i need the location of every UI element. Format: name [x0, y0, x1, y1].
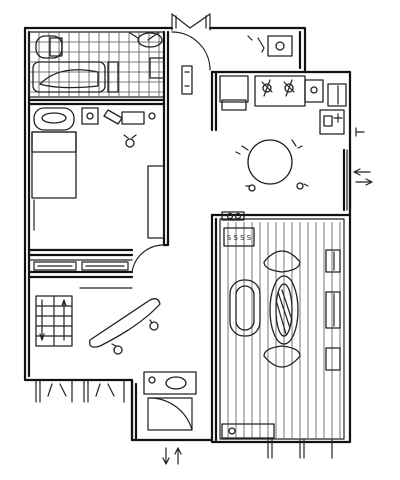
bathroom-tile-grid: [29, 32, 164, 97]
bed-icon: [31, 131, 77, 199]
entry-arrow-icon: [162, 447, 182, 465]
window-icon: [35, 379, 125, 403]
entry-arrow-icon: [353, 168, 373, 186]
door-swing-icon: [131, 244, 165, 273]
closet-doors: [33, 261, 129, 271]
bathroom: [28, 31, 165, 98]
stove-block: S S S S: [223, 227, 255, 247]
entry-door-top: [171, 13, 211, 71]
bedroom: [27, 98, 166, 279]
door-swing-icon: [171, 31, 211, 71]
dining-table: [235, 139, 309, 192]
toilet-icon: [35, 35, 63, 59]
door-swing-icon: [147, 397, 193, 431]
window-icon: [342, 148, 352, 212]
stove-label: S S S S: [227, 234, 252, 242]
bathtub-icon: [32, 61, 106, 93]
sink-icon: [33, 107, 75, 131]
kitchen: [210, 35, 365, 137]
floor-boards: [227, 222, 341, 438]
hall-wall: [162, 30, 193, 247]
exterior-walls: [23, 26, 352, 444]
bottom-closets: [35, 371, 333, 465]
living-room: S S S S: [210, 211, 352, 442]
living-area: [35, 287, 161, 355]
sink-icon: [107, 32, 163, 93]
stairs-icon: [35, 295, 73, 347]
